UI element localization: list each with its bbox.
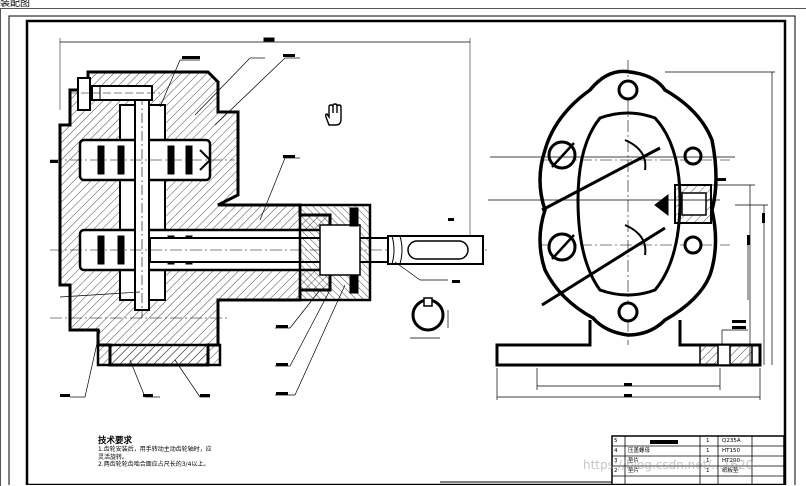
part-material: HT150	[722, 448, 740, 454]
part-no: 4	[614, 448, 618, 454]
part-no: 5	[614, 438, 618, 444]
technical-requirements: 技术要求 1.齿轮安装后，用手转动主动齿轮轴时，应 灵活旋转。 2.两齿轮轮齿啮…	[98, 436, 308, 469]
part-name: 垫片	[628, 458, 640, 464]
part-qty: 1	[706, 458, 710, 464]
tech-req-line: 1.齿轮安装后，用手转动主动齿轮轴时，应	[98, 446, 212, 453]
tech-req-line: 2.两齿轮轮齿啮合面应占尺长的3/4以上。	[98, 461, 210, 468]
hand-cursor-icon	[324, 103, 342, 126]
part-no: 3	[614, 458, 618, 464]
part-material: Q235A	[722, 438, 741, 444]
part-no: 2	[614, 468, 618, 474]
parts-list-table	[440, 435, 785, 485]
part-material: HT200	[722, 458, 740, 464]
part-qty: 1	[706, 438, 710, 444]
front-view	[50, 37, 490, 398]
part-qty: 1	[706, 448, 710, 454]
part-material: 纸板垫	[722, 468, 739, 474]
window-title: 装配图	[0, 0, 30, 9]
pump-body	[58, 70, 332, 367]
part-name: 垫片	[628, 468, 640, 474]
part-name: 压盖螺母	[628, 448, 651, 454]
tech-req-title: 技术要求	[98, 436, 133, 446]
side-view	[488, 60, 775, 400]
part-qty: 1	[706, 468, 710, 474]
outer-frame	[8, 15, 796, 485]
drawing-viewport[interactable]	[0, 8, 806, 486]
watermark: https://blog.csdn.net/...1620	[583, 458, 754, 472]
tech-req-line: 灵活旋转。	[98, 453, 129, 461]
inner-frame	[25, 19, 787, 485]
